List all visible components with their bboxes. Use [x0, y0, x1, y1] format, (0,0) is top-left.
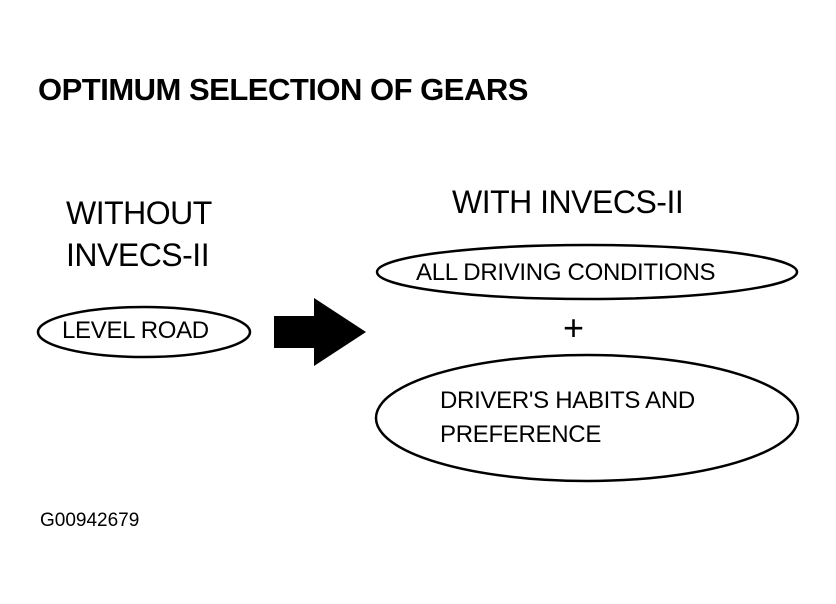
drivers-habits-label: DRIVER'S HABITS AND PREFERENCE: [440, 384, 695, 452]
diagram-title: OPTIMUM SELECTION OF GEARS: [38, 72, 528, 107]
all-driving-conditions-label: ALL DRIVING CONDITIONS: [416, 259, 716, 286]
figure-id: G00942679: [40, 510, 140, 531]
right-arrow-icon: [274, 298, 366, 366]
all-driving-conditions-oval: [375, 243, 799, 301]
without-invecs-heading: WITHOUT INVECS-II: [66, 192, 212, 276]
without-heading-line2: INVECS-II: [66, 237, 210, 273]
level-road-oval: [36, 305, 252, 359]
drivers-habits-line1: DRIVER'S HABITS AND: [440, 387, 695, 414]
plus-sign: +: [563, 307, 585, 348]
level-road-label: LEVEL ROAD: [62, 317, 209, 344]
without-heading-line1: WITHOUT: [66, 195, 212, 231]
with-invecs-heading: WITH INVECS-II: [452, 184, 684, 220]
drivers-habits-oval: [374, 353, 800, 483]
drivers-habits-line2: PREFERENCE: [440, 421, 602, 448]
